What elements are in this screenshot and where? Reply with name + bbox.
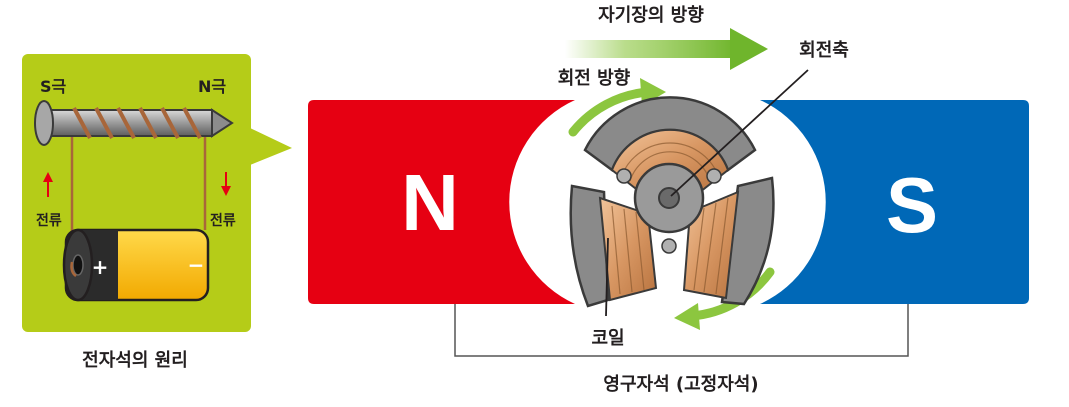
electromagnet-coil (72, 107, 202, 139)
nail-head (34, 100, 54, 146)
battery: + − (62, 228, 210, 302)
n-pole-label: N극 (198, 77, 226, 96)
permanent-magnet-bracket (454, 304, 909, 357)
electromagnet-panel: S극 N극 전류 전류 + − 전자석의 원리 (22, 54, 292, 371)
field-direction-arrow-icon (565, 28, 768, 70)
magnet-n (308, 100, 575, 304)
axis-label: 회전축 (799, 40, 849, 61)
current-label-right: 전류 (210, 212, 236, 229)
current-arrow-up-icon (43, 172, 53, 197)
magnet-n-label: N (401, 158, 459, 247)
current-label-left: 전류 (36, 212, 62, 229)
field-direction-label: 자기장의 방향 (598, 5, 704, 26)
permanent-magnet-label: 영구자석 (고정자석) (603, 374, 758, 395)
panel-pointer (250, 128, 292, 165)
electromagnet-caption: 전자석의 원리 (82, 350, 188, 371)
rotation-direction-label: 회전 방향 (558, 68, 631, 89)
battery-plus: + (92, 255, 109, 279)
rotation-arrow-top-icon (568, 78, 666, 137)
rotor-arm-top (583, 96, 757, 194)
coil-label: 코일 (591, 328, 624, 349)
rotor (569, 96, 775, 308)
axis-pointer-line (670, 69, 809, 197)
battery-minus: − (188, 253, 205, 277)
coil-pointer-line (605, 237, 609, 317)
current-arrow-down-icon (221, 172, 231, 196)
magnet-s-label: S (886, 161, 938, 249)
magnet-s (760, 100, 1029, 304)
rotor-arm-left (569, 184, 658, 308)
s-pole-label: S극 (40, 77, 67, 96)
nail (34, 100, 234, 146)
